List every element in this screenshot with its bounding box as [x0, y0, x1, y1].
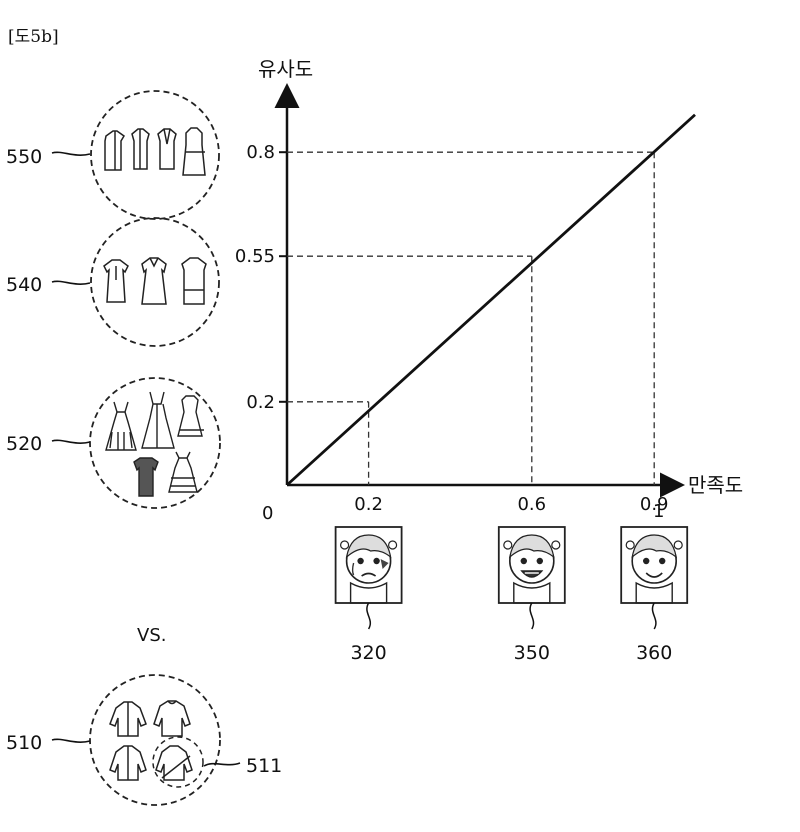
crying-face-icon	[340, 534, 398, 604]
x-tick-label-2: 0.9	[640, 494, 669, 515]
satisfaction-faces: 320 350	[334, 526, 689, 664]
figure-label: [도5b]	[8, 27, 59, 47]
ref-label-350: 350	[514, 642, 550, 664]
ref-label-520: 520	[6, 433, 42, 455]
ref-label-510: 510	[6, 732, 42, 754]
similarity-satisfaction-chart: 유사도 만족도 0 1 0.2 0.55 0.8 0.2 0.6 0.9	[235, 57, 743, 524]
leader-line-350	[529, 602, 535, 630]
origin-label: 0	[262, 503, 273, 524]
x-axis-title: 만족도	[688, 473, 743, 497]
x-tick-label-1: 0.6	[517, 494, 546, 515]
jacket-coat-group-icon	[104, 127, 206, 176]
y-axis-title: 유사도	[258, 57, 313, 81]
ref-label-360: 360	[636, 642, 672, 664]
smiling-face-icon	[625, 534, 683, 604]
laughing-face-icon	[503, 534, 561, 604]
ref-label-540: 540	[6, 274, 42, 296]
shirt-group-icon	[109, 700, 193, 781]
ref-label-320: 320	[350, 642, 386, 664]
clothing-group-540: 540	[6, 217, 220, 347]
ref-label-550: 550	[6, 146, 42, 168]
clothing-group-520: 520	[6, 377, 221, 509]
y-tick-label-1: 0.55	[235, 246, 275, 267]
x-end-label: 1	[653, 501, 664, 522]
face-panel-350: 350	[497, 526, 566, 664]
leader-line-360	[651, 602, 657, 630]
sub-item-511-highlight	[152, 736, 204, 788]
vs-label: VS.	[137, 625, 166, 646]
y-tick-label-0: 0.2	[246, 392, 275, 413]
clothing-group-550: 550	[6, 90, 220, 220]
ref-label-511: 511	[246, 755, 282, 777]
leader-line-320	[366, 602, 372, 630]
clothing-group-510: 510 511	[6, 674, 282, 806]
blouse-tunic-group-icon	[103, 257, 207, 305]
similarity-line	[286, 113, 696, 487]
dress-group-icon	[105, 391, 204, 497]
face-panel-320: 320	[334, 526, 403, 664]
x-tick-label-0: 0.2	[354, 494, 383, 515]
y-tick-label-2: 0.8	[246, 142, 275, 163]
face-panel-360: 360	[620, 526, 689, 664]
